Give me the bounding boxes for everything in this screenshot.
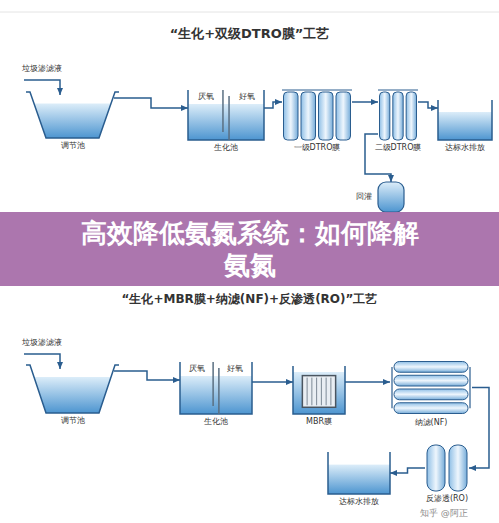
frame-line — [0, 12, 499, 13]
equalization-tank-outline — [30, 92, 115, 138]
flow-pipe — [390, 468, 425, 473]
ro-unit: 反渗透(RO) — [425, 445, 469, 491]
discharge-tank-outline — [438, 100, 492, 140]
membrane-unit-outline — [378, 88, 418, 140]
unit-label: 回灌 — [356, 192, 372, 202]
equalization-tank: 调节池 — [30, 92, 115, 138]
source-label: 垃圾渗滤液 — [22, 338, 62, 348]
unit-label: 调节池 — [61, 416, 85, 426]
nf-unit-outline — [390, 360, 472, 415]
flow-pipe — [114, 371, 180, 380]
discharge-tank: 达标水排放 — [328, 452, 390, 494]
membrane-unit: 二级DTRO膜 — [378, 88, 418, 140]
unit-label: 达标水排放 — [339, 497, 379, 507]
storage-tank: 回灌 — [378, 182, 404, 212]
equalization-tank: 调节池 — [30, 365, 115, 413]
unit-label: 二级DTRO膜 — [375, 143, 422, 153]
equalization-tank-outline — [30, 365, 115, 413]
membrane-unit-outline — [282, 88, 352, 140]
flow-pipe — [264, 102, 282, 108]
discharge-tank: 达标水排放 — [438, 100, 492, 140]
banner-text: 高效降低氨氮系统：如何降解氨氮 — [70, 217, 430, 282]
flow-pipe — [252, 381, 293, 383]
mbr-tank-outline — [293, 366, 345, 414]
discharge-tank-outline — [328, 452, 390, 494]
unit-label: 纳滤(NF) — [415, 418, 448, 428]
flow-pipe — [114, 98, 188, 108]
zone-label: 厌氧 — [198, 92, 214, 102]
zone-label: 好氧 — [239, 92, 255, 102]
unit-label: 反渗透(RO) — [426, 494, 468, 504]
unit-label: MBR膜 — [306, 417, 332, 427]
bio-tank: 厌氧好氧生化池 — [188, 90, 264, 140]
flow-pipe — [345, 381, 390, 383]
unit-label: 一级DTRO膜 — [294, 143, 341, 153]
nf-unit: 纳滤(NF) — [390, 360, 472, 415]
ro-unit-outline — [425, 445, 469, 491]
diagram-title: “生化+双级DTRO膜”工艺 — [0, 26, 499, 42]
unit-label: 生化池 — [204, 417, 228, 427]
storage-tank-outline — [378, 182, 404, 212]
watermark: 知乎 @阿正 — [420, 508, 468, 519]
zone-label: 厌氧 — [189, 364, 205, 374]
unit-label: 调节池 — [61, 141, 85, 151]
unit-label: 达标水排放 — [445, 143, 485, 153]
flow-pipe — [352, 101, 378, 103]
section-title: “生化+MBR膜+纳滤(NF)+反渗透(RO)”工艺 — [0, 292, 499, 306]
unit-label: 生化池 — [214, 143, 238, 153]
inflow-line — [24, 354, 60, 369]
flow-pipe — [365, 134, 391, 182]
source-label: 垃圾渗滤液 — [22, 64, 62, 74]
mbr-tank: MBR膜 — [293, 366, 345, 414]
overlay-banner: 高效降低氨氮系统：如何降解氨氮 — [0, 212, 499, 286]
flow-pipe — [469, 388, 489, 469]
flow-pipe — [418, 102, 438, 108]
bio-tank: 厌氧好氧生化池 — [180, 362, 252, 414]
zone-label: 好氧 — [227, 364, 243, 374]
membrane-unit: 一级DTRO膜 — [282, 88, 352, 140]
